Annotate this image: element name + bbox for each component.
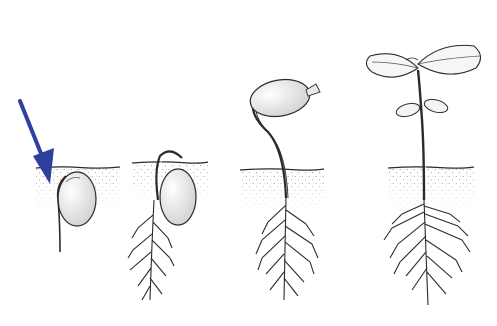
roots-3 — [256, 198, 318, 300]
stage-2-hypocotyl-emerging — [128, 151, 208, 300]
seed-3 — [247, 75, 320, 121]
roots-4 — [384, 200, 470, 305]
stage-4-seedling — [366, 45, 480, 305]
stage-3-seed-lifted — [240, 75, 324, 300]
soil-patch-4 — [388, 167, 474, 210]
soil-patch-3 — [240, 169, 324, 212]
true-leaves-4 — [366, 45, 480, 77]
seed-2 — [160, 169, 196, 225]
stage-1-seed-germination — [20, 101, 120, 252]
seed-1 — [58, 172, 96, 226]
